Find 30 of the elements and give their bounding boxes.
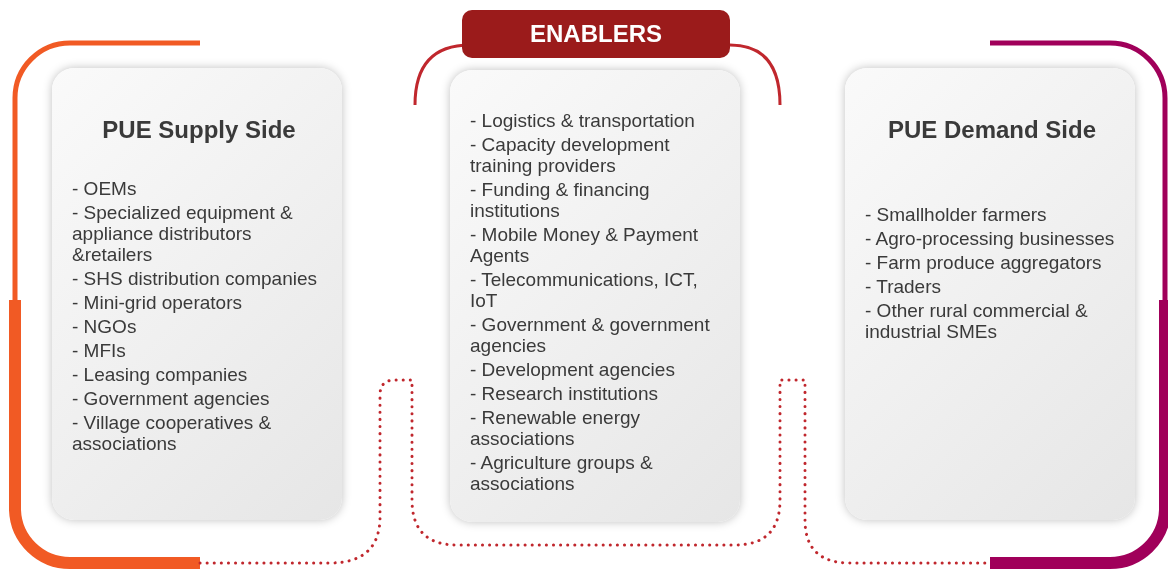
list-item: - Mini-grid operators — [72, 292, 243, 313]
list-item: - Telecommunications, ICT, IoT — [470, 269, 699, 311]
list-item: - Agro-processing businesses — [865, 228, 1116, 249]
list-item: - Agriculture groups & associations — [470, 452, 654, 494]
list-item: - Logistics & transportation — [470, 110, 696, 131]
list-item: - MFIs — [72, 340, 127, 361]
list-item: - Development agencies — [470, 359, 676, 380]
list-item: - Funding & financing institutions — [470, 179, 651, 221]
list-item: - SHS distribution companies — [72, 268, 318, 289]
info-card — [52, 68, 342, 520]
list-item: - NGOs — [72, 316, 138, 337]
list-item: - Government agencies — [72, 388, 271, 409]
list-item: - OEMs — [72, 178, 138, 199]
list-item: - Traders — [865, 276, 943, 297]
list-item: - Leasing companies — [72, 364, 249, 385]
info-card — [450, 70, 740, 522]
list-item: - Other rural commercial & industrial SMEs — [865, 300, 1089, 342]
list-item: - Specialized equipment & appliance distributors &retailers — [72, 202, 294, 265]
list-item: - Farm produce aggregators — [865, 252, 1103, 273]
list-item: - Renewable energy associations — [470, 407, 642, 449]
title-banner: ENABLERS — [462, 10, 730, 58]
list-item: - Research institutions — [470, 383, 659, 404]
card-heading: PUE Demand Side — [886, 116, 1098, 144]
list-item: - Smallholder farmers — [865, 204, 1048, 225]
card-heading: PUE Supply Side — [101, 116, 297, 144]
list-item: - Mobile Money & Payment Agents — [470, 224, 700, 266]
info-card — [845, 68, 1135, 520]
list-item: - Capacity development training providers — [470, 134, 671, 176]
list-item: - Village cooperatives & associations — [72, 412, 273, 454]
list-item: - Government & government agencies — [470, 314, 711, 356]
